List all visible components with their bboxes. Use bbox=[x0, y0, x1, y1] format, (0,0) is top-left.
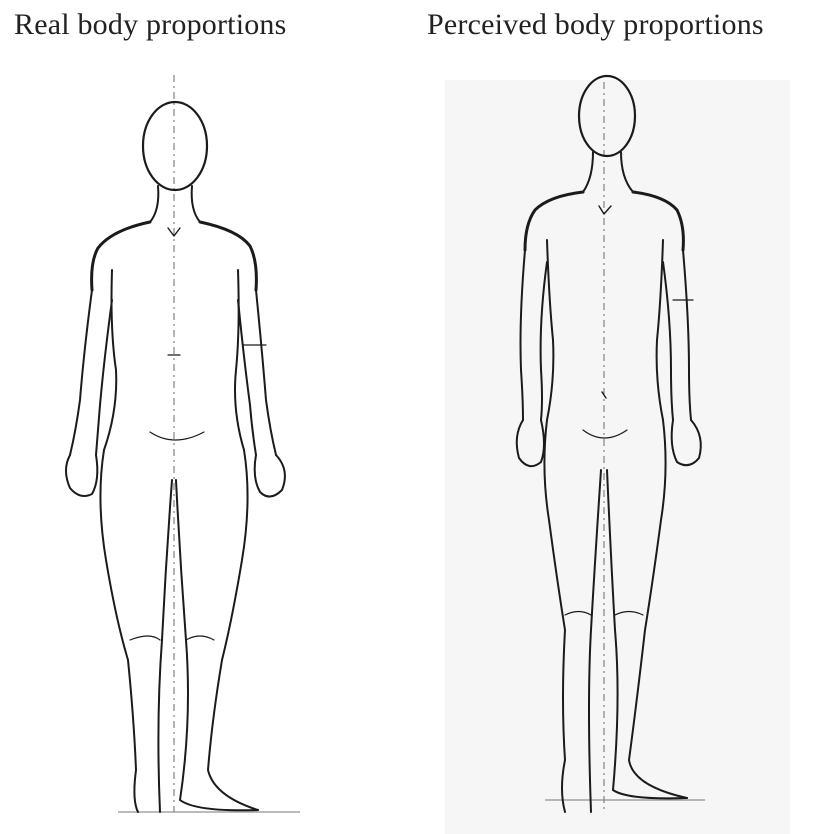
real-hand-left bbox=[66, 455, 97, 496]
real-neck-left bbox=[150, 186, 158, 222]
real-head bbox=[143, 102, 207, 190]
real-pelvis-curve bbox=[150, 432, 204, 440]
real-knee-left bbox=[130, 636, 160, 640]
perceived-body-drawing bbox=[415, 0, 815, 834]
panel-perceived: Perceived body proportions bbox=[415, 0, 815, 834]
real-torso-left bbox=[104, 270, 116, 450]
real-neck-right bbox=[192, 186, 200, 222]
panel-real: Real body proportions bbox=[0, 0, 370, 834]
real-knee-right bbox=[186, 636, 214, 640]
real-hand-right bbox=[255, 455, 285, 497]
real-leg-left-inner bbox=[158, 480, 172, 812]
real-body-drawing bbox=[0, 0, 370, 834]
real-shoulder-right bbox=[200, 222, 256, 290]
real-leg-right-outer bbox=[208, 450, 258, 810]
real-arm-right-outer bbox=[256, 290, 276, 455]
real-arm-left-outer bbox=[70, 290, 92, 455]
real-shoulder-left bbox=[92, 222, 150, 290]
real-leg-left-outer bbox=[100, 450, 138, 812]
real-torso-right bbox=[235, 270, 244, 450]
real-arm-right-inner bbox=[238, 300, 256, 455]
